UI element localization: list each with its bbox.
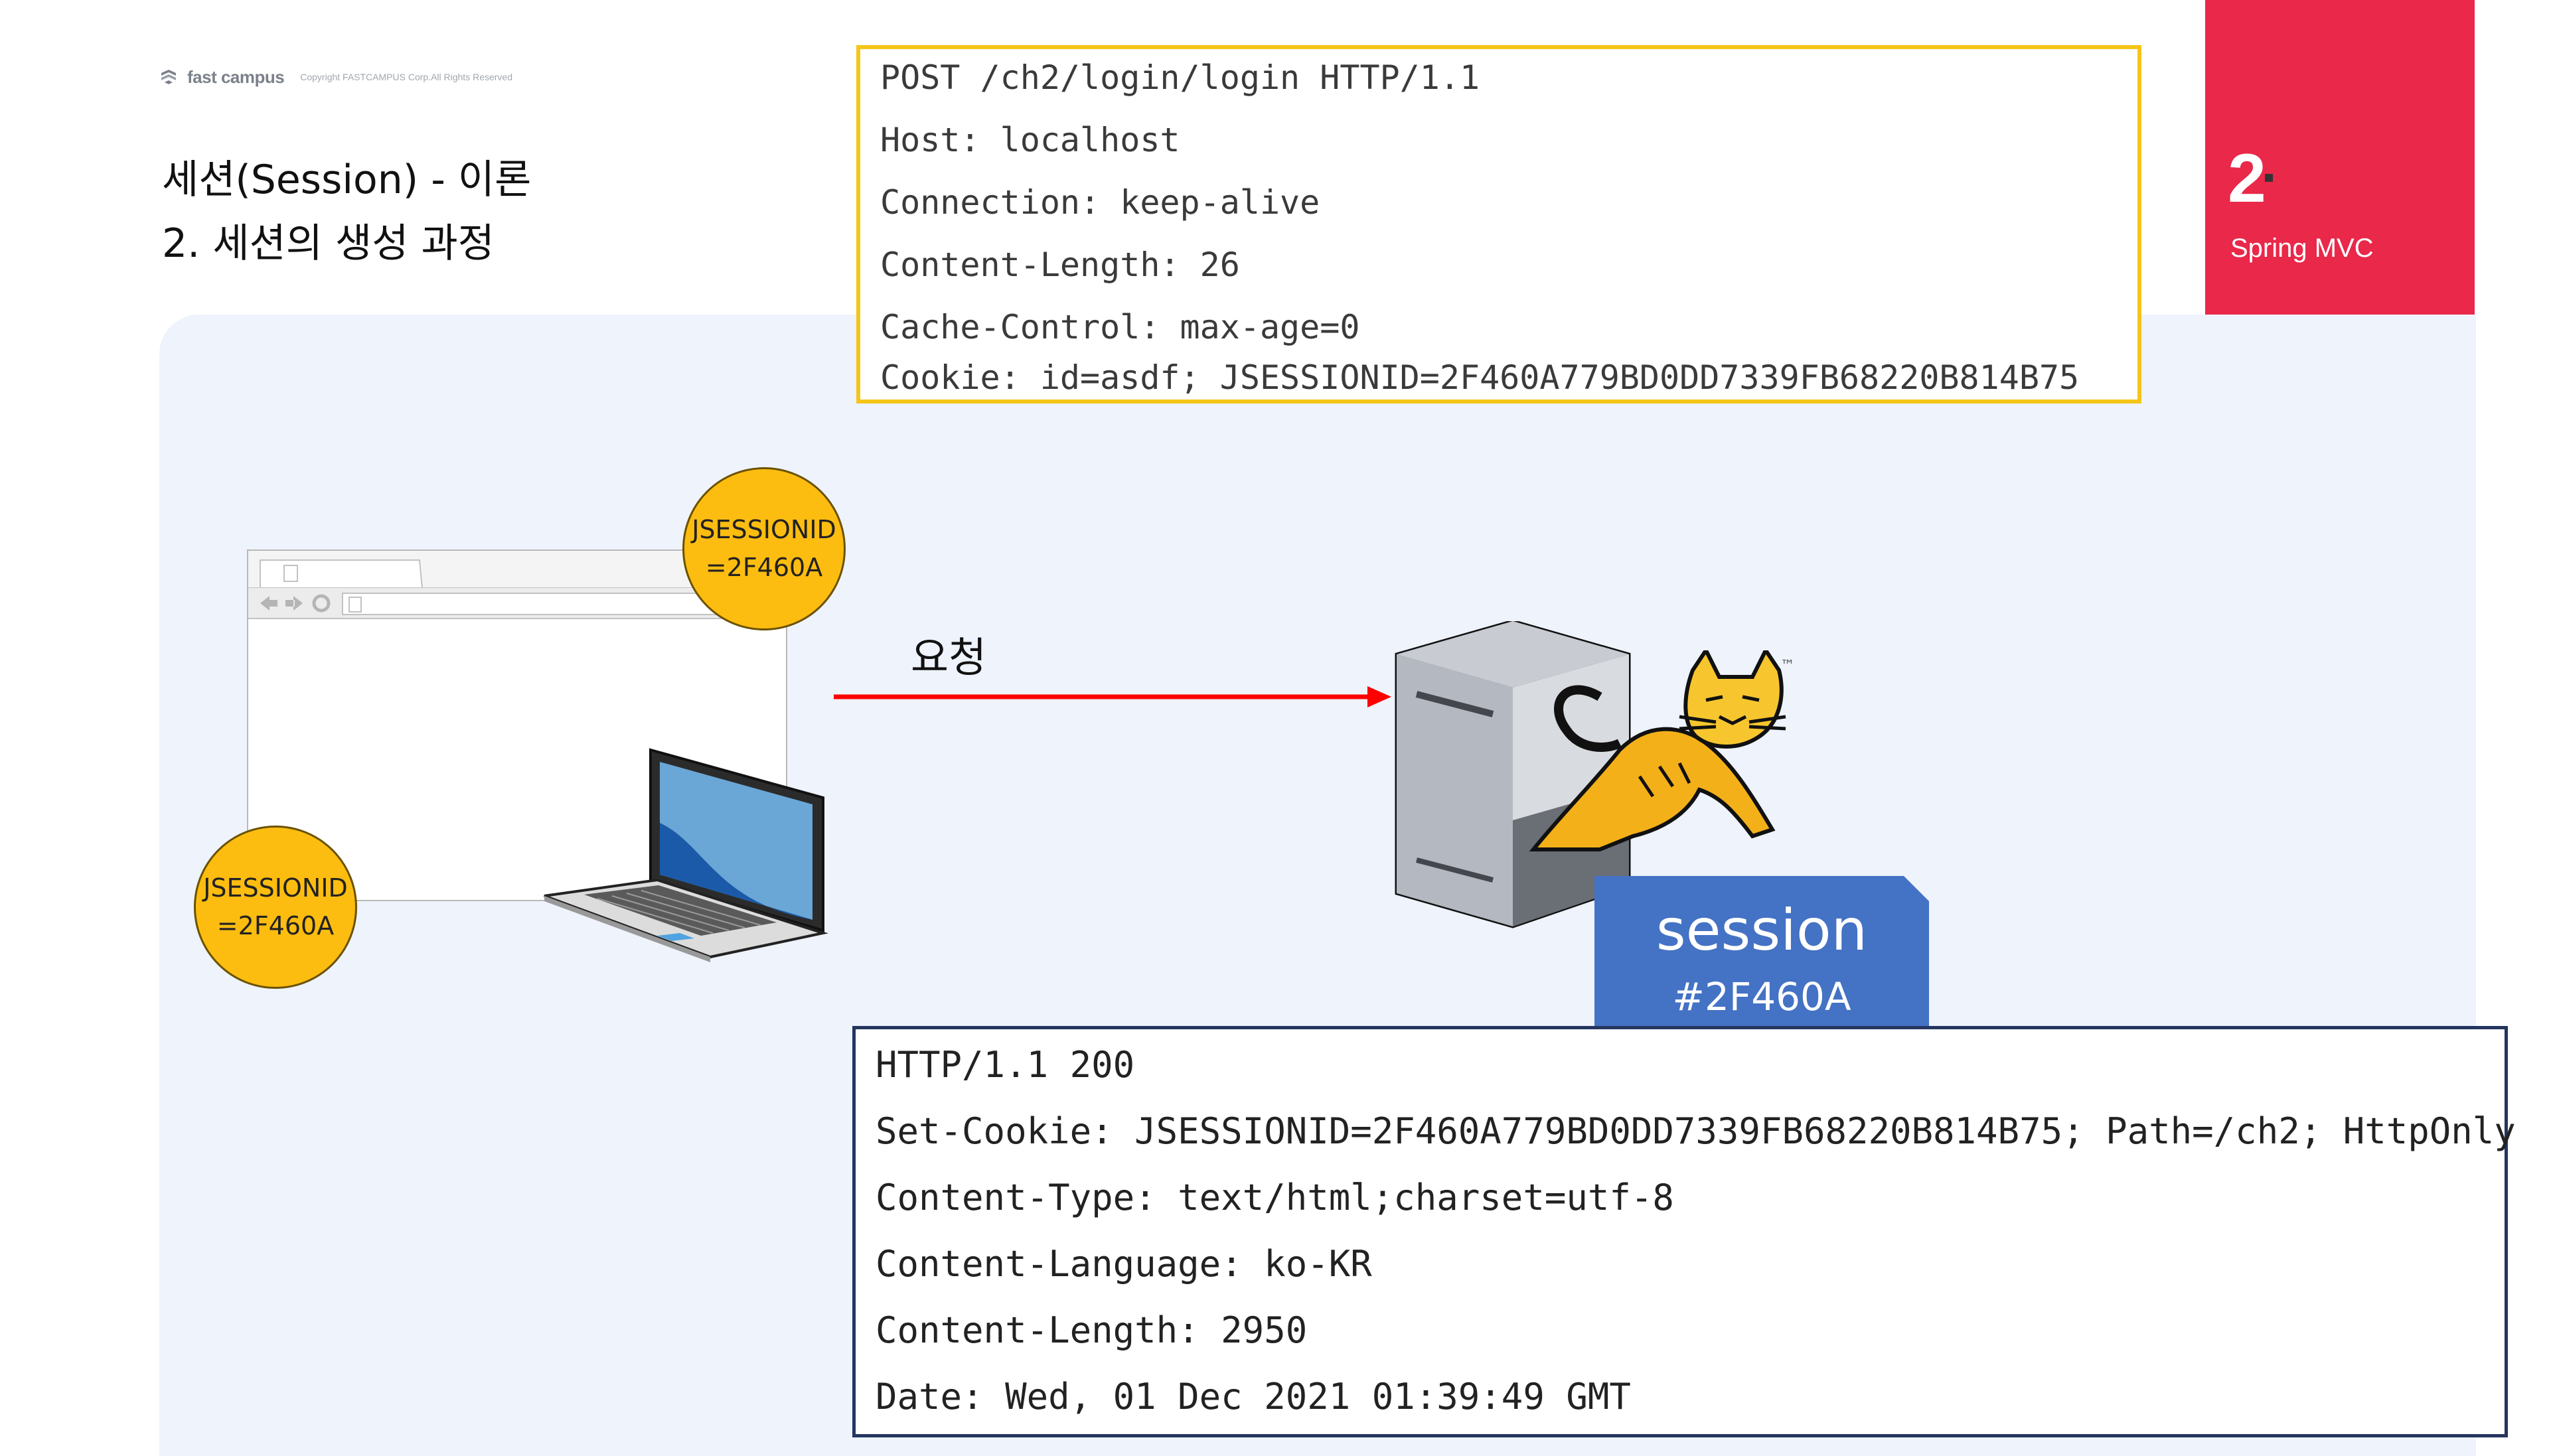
section-name: Spring MVC	[2230, 234, 2374, 263]
fastcampus-logo: fast campus Copyright FASTCAMPUS Corp.Al…	[159, 64, 512, 90]
cookie-badge-value: =2F460A	[216, 911, 335, 940]
session-tag	[1594, 876, 1929, 1026]
request-header-host: Host: localhost	[880, 121, 1180, 159]
request-header-cookie: Cookie: id=asdf; JSESSIONID=2F460A779BD0…	[880, 358, 2080, 397]
page-title: 세션(Session) - 이론	[162, 157, 532, 203]
jsessionid-cookie-badge-server: JSESSIONID =2F460A	[682, 467, 846, 630]
http-request-box: POST /ch2/login/login HTTP/1.1 Host: loc…	[856, 45, 2141, 403]
response-header-content-language: Content-Language: ko-KR	[876, 1243, 1372, 1285]
request-header-content-length: Content-Length: 26	[880, 246, 1240, 284]
laptop-icon	[544, 748, 828, 962]
cookie-badge-name: JSESSIONID	[203, 873, 348, 903]
cookie-badge-name: JSESSIONID	[692, 515, 836, 544]
request-header-connection: Connection: keep-alive	[880, 183, 1320, 222]
response-header-set-cookie: Set-Cookie: JSESSIONID=2F460A779BD0DD733…	[876, 1110, 2516, 1152]
copyright-text: Copyright FASTCAMPUS Corp.All Rights Res…	[300, 72, 513, 82]
cookie-badge-value: =2F460A	[705, 553, 823, 582]
response-status-line: HTTP/1.1 200	[876, 1044, 1135, 1086]
session-id: #2F460A	[1672, 974, 1851, 1019]
tomcat-logo-icon: ™	[1529, 650, 1795, 851]
http-response-box: HTTP/1.1 200 Set-Cookie: JSESSIONID=2F46…	[852, 1026, 2516, 1437]
response-header-date: Date: Wed, 01 Dec 2021 01:39:49 GMT	[876, 1376, 1631, 1418]
request-header-cache-control: Cache-Control: max-age=0	[880, 308, 1360, 346]
section-number-dot	[2265, 174, 2273, 182]
jsessionid-cookie-badge-browser: JSESSIONID =2F460A	[194, 826, 357, 989]
svg-text:™: ™	[1780, 658, 1795, 674]
session-label: session	[1656, 897, 1868, 964]
response-header-content-type: Content-Type: text/html;charset=utf-8	[876, 1177, 1674, 1218]
page-subtitle: 2. 세션의 생성 과정	[162, 220, 495, 267]
brand-name: fast campus	[187, 66, 285, 87]
request-arrow	[834, 686, 1391, 707]
fastcampus-logo-icon	[161, 70, 176, 84]
request-line: POST /ch2/login/login HTTP/1.1	[880, 58, 1480, 97]
request-label: 요청	[911, 633, 987, 682]
section-number: 2	[2228, 140, 2266, 217]
response-header-content-length: Content-Length: 2950	[876, 1309, 1308, 1351]
